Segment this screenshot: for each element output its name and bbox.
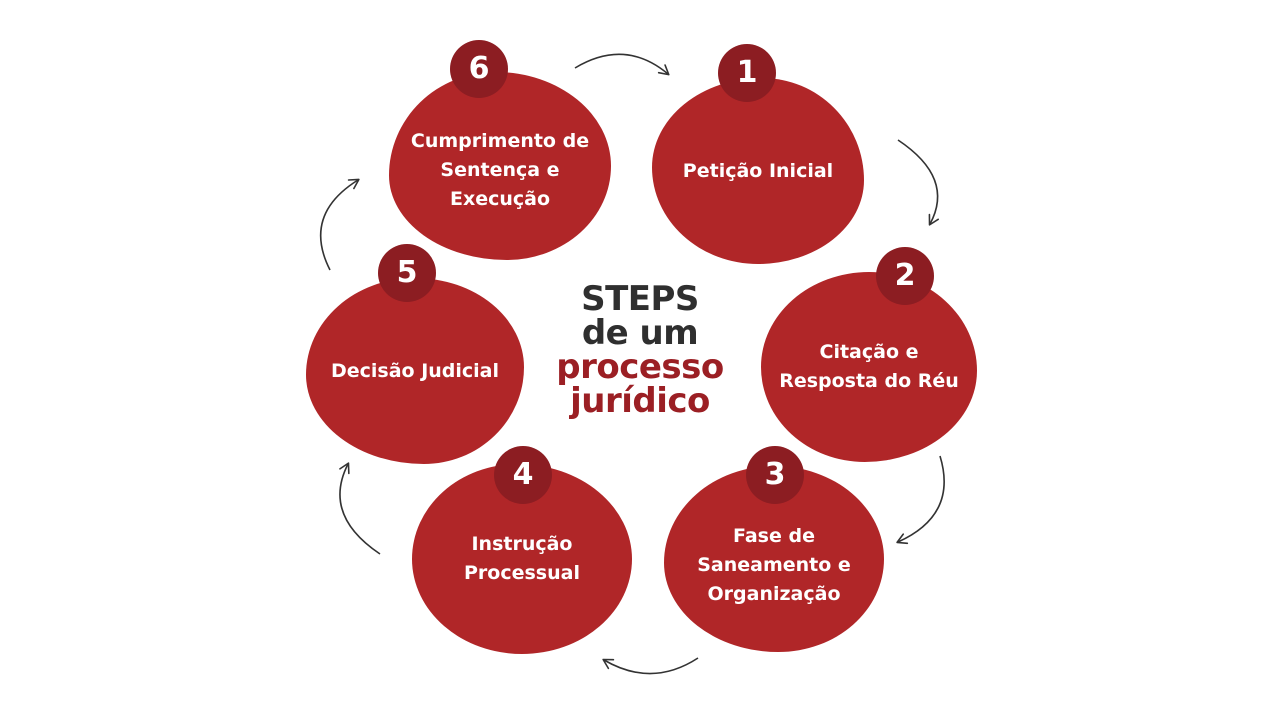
- arrow-2-to-3: [896, 455, 945, 545]
- step-1-badge: 1: [718, 44, 776, 102]
- step-2-blob: Citação e Resposta do Réu: [761, 272, 977, 462]
- arrow-6-to-1: [574, 53, 670, 76]
- title-line-2: de um: [581, 313, 699, 353]
- step-4-blob: Instrução Processual: [412, 464, 632, 654]
- step-5-blob: Decisão Judicial: [306, 278, 524, 464]
- step-6-badge: 6: [450, 40, 508, 98]
- arrow-5-to-6: [319, 178, 360, 271]
- step-5-label: Decisão Judicial: [330, 359, 500, 382]
- arrow-3-to-4: [602, 657, 699, 675]
- step-6-label: Cumprimento de Sentença e Execução: [410, 129, 590, 210]
- step-4-label: Instrução Processual: [464, 533, 580, 584]
- step-4-badge: 4: [494, 446, 552, 504]
- step-2-badge: 2: [876, 247, 934, 305]
- step-1-label: Petição Inicial: [682, 159, 834, 182]
- step-5-badge: 5: [378, 244, 436, 302]
- title-line-1: STEPS: [581, 279, 699, 319]
- step-1-blob: Petição Inicial: [652, 78, 864, 264]
- step-2-label: Citação e Resposta do Réu: [779, 341, 959, 392]
- title-line-4: jurídico: [570, 381, 710, 421]
- arrow-1-to-2: [897, 139, 940, 226]
- step-3-badge: 3: [746, 446, 804, 504]
- step-6-blob: Cumprimento de Sentença e Execução: [389, 72, 611, 260]
- arrow-4-to-5: [339, 462, 381, 555]
- title-line-3: processo: [556, 347, 724, 387]
- step-3-label: Fase de Saneamento e Organização: [697, 524, 851, 605]
- diagram-title: STEPS de um processo jurídico: [530, 282, 750, 418]
